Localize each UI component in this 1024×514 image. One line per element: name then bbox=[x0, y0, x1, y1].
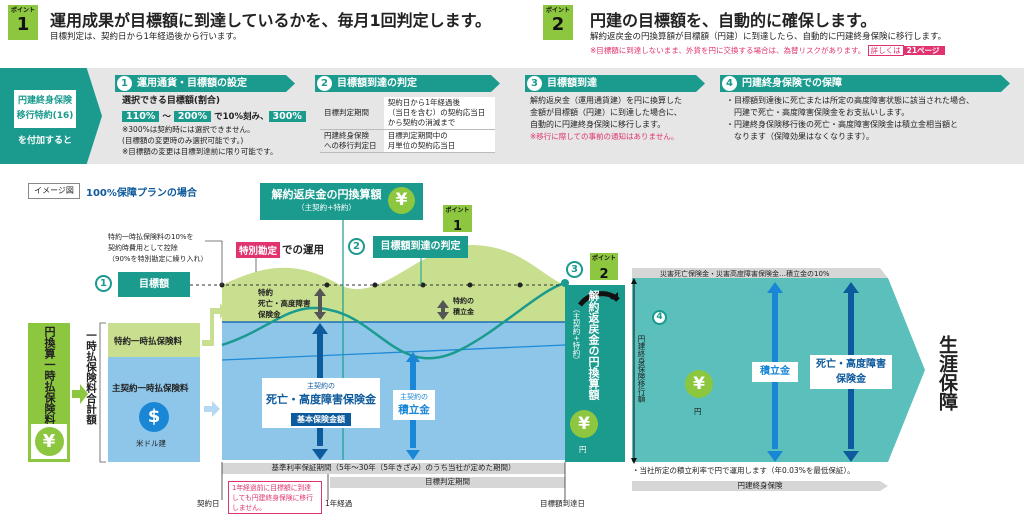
yen-unit: 円 bbox=[579, 445, 587, 454]
dollar-icon: $ bbox=[139, 402, 169, 432]
badge-number: 1 bbox=[16, 14, 30, 35]
right-death-label: 死亡・高度障害保険金 bbox=[810, 355, 892, 389]
step3-number: 3 bbox=[566, 261, 583, 278]
rider-box: 円建終身保険移行特約(16) bbox=[14, 90, 76, 128]
step1-number: 1 bbox=[95, 275, 112, 292]
main-reserve-line bbox=[221, 344, 566, 361]
main-reserve-label: 主契約の積立金 bbox=[393, 390, 435, 420]
usd-label: 米ドル建 bbox=[136, 439, 166, 448]
transfer-amount-label: 円建終身保険移行額 bbox=[637, 335, 646, 403]
judgment-period-bar: 目標判定期間 bbox=[425, 477, 470, 486]
yen-icon: ¥ bbox=[570, 410, 598, 438]
lifetime-coverage: 生涯保障 bbox=[936, 335, 958, 411]
contract-date-label: 契約日 bbox=[197, 499, 220, 508]
main-premium-label: 主契約一時払保険料 bbox=[112, 384, 189, 394]
yen-icon: ¥ bbox=[685, 370, 713, 398]
yen-icon: ¥ bbox=[388, 187, 415, 214]
rider-reserve-label: 特約の積立金 bbox=[453, 297, 474, 316]
rider-death-label: 特約死亡・高度障害保険金 bbox=[258, 288, 311, 319]
step3-text: 解約返戻金（運用通貨建）を円に換算した金額が目標額（円建）に到達した場合に、自動… bbox=[530, 96, 682, 141]
badge-number: 2 bbox=[551, 14, 565, 35]
step1-percent-range: 110% 〜 200% で10%刻み、300% bbox=[122, 110, 306, 124]
fx-risk-note: ※目標額に到達しないまま、外貨を円に交換する場合は、為替リスクがあります。 詳し… bbox=[590, 45, 946, 56]
right-reserve-label: 積立金 bbox=[752, 362, 798, 382]
table-row: 目標判定期間契約日から1年経過後（当日を含む）の契約応当日から契約の消滅まで bbox=[320, 97, 495, 130]
plan-label: 100%保障プランの場合 bbox=[86, 188, 197, 199]
warning-note: 1年経過前に目標額に到達しても円建終身保険に移行しません。 bbox=[228, 481, 322, 514]
point2-title: 円建の目標額を、自動的に確保します。 bbox=[590, 11, 877, 30]
point1-subtitle: 目標判定は、契約日から1年経過後から行います。 bbox=[50, 32, 242, 42]
right-note: ・当社所定の積立利率で円で運用します（年0.03%を最低保証）。 bbox=[632, 466, 855, 475]
yen-unit: 円 bbox=[694, 407, 702, 416]
step1-notes: ※300%は契約時には選択できません。(目標額の変更時のみ選択可能です。)※目標… bbox=[122, 125, 278, 156]
yen-icon-frame: ¥ bbox=[31, 424, 67, 459]
point1-title: 運用成果が目標額に到達しているかを、毎月1回判定します。 bbox=[50, 11, 492, 30]
yen-icon: ¥ bbox=[34, 427, 64, 456]
step2-table: 目標判定期間契約日から1年経過後（当日を含む）の契約応当日から契約の消滅まで 円… bbox=[320, 97, 495, 153]
step4-number: 4 bbox=[652, 310, 667, 325]
badge-label: ポイント bbox=[545, 7, 570, 14]
yen-column-sub: （主契約+特約） bbox=[572, 305, 581, 364]
judge-box: 目標額到達の判定 bbox=[373, 236, 468, 258]
rider-area bbox=[222, 245, 565, 322]
image-tag: イメージ図 bbox=[28, 183, 80, 199]
guarantee-period-bar: 基準利率保証期間（5年〜30年（5年きざみ）のうち当社が定めた期間） bbox=[271, 463, 516, 472]
table-row: 円建終身保険 への移行判定日目標判定期間中の月単位の契約応当日 bbox=[320, 129, 495, 153]
step1-lead: 選択できる目標額(割合) bbox=[122, 96, 221, 106]
main-death-benefit: 主契約の死亡・高度障害保険金基本保険金額 bbox=[262, 378, 380, 428]
accident-benefit-label: 災害死亡保険金・災害高度障害保険金…積立金の10% bbox=[660, 270, 830, 278]
deduction-note: 特約一時払保険料の10%を契約時費用として控除（90%を特別勘定に繰り入れ） bbox=[108, 233, 208, 263]
special-account-suffix: での運用 bbox=[282, 244, 324, 256]
one-year-label: 1年経過 bbox=[325, 499, 353, 508]
target-reach-date-label: 目標額到達日 bbox=[540, 499, 585, 508]
step2-number: 2 bbox=[348, 238, 365, 255]
special-account-label: 特別勘定 bbox=[236, 242, 281, 258]
step4-text: ・目標額到達後に死亡または所定の高度障害状態に該当された場合、 円建で死亡・高度… bbox=[726, 96, 974, 141]
point2-subtitle: 解約返戻金の円換算額が目標額（円建）に到達したら、自動的に円建終身保険に移行しま… bbox=[590, 32, 947, 42]
rider-premium-label: 特約一時払保険料 bbox=[114, 337, 183, 347]
total-premium-label: 一時払保険料合計額 bbox=[85, 330, 97, 425]
conversion-curve bbox=[221, 281, 566, 360]
badge-label: ポイント bbox=[10, 7, 35, 14]
yen-premium-label: 円換算一時払保険料 bbox=[43, 326, 56, 425]
rider-suffix: を付加すると bbox=[18, 136, 73, 146]
yen-whole-life-bar: 円建終身保険 bbox=[737, 481, 783, 490]
details-link-label[interactable]: 詳しくは bbox=[867, 45, 904, 56]
yen-column-title: 解約返戻金の円換算額 bbox=[587, 290, 600, 400]
details-link-page[interactable]: 21ページ bbox=[903, 46, 946, 55]
target-box: 目標額 bbox=[118, 272, 190, 297]
